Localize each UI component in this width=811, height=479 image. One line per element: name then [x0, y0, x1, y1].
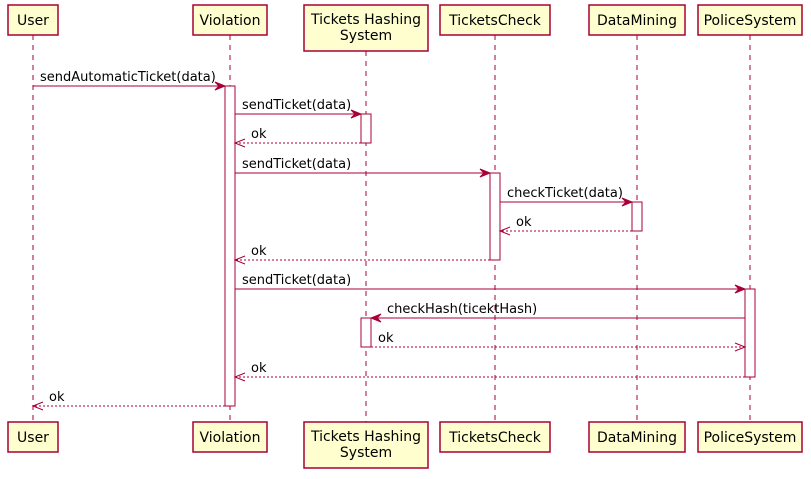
activation-violation	[224, 85, 236, 407]
message-label: ok	[251, 361, 267, 376]
message-11: ok	[233, 361, 745, 382]
participant-name: Tickets Hashing	[310, 429, 421, 445]
arrowhead-filled	[621, 197, 634, 207]
message-1: sendAutomaticTicket(data)	[33, 70, 227, 91]
participant-name: Violation	[199, 13, 260, 29]
participant-police-bottom: PoliceSystem	[697, 421, 803, 453]
message-label: checkHash(ticektHash)	[387, 302, 537, 317]
participant-box	[588, 4, 686, 36]
arrowhead-open	[31, 401, 44, 411]
participant-police-top: PoliceSystem	[697, 4, 803, 36]
arrowhead-open	[233, 138, 246, 148]
message-5: checkTicket(data)	[500, 186, 634, 207]
participant-datamining-bottom: DataMining	[588, 421, 686, 453]
arrowhead-filled	[369, 313, 382, 323]
messages: sendAutomaticTicket(data) sendTicket(data…	[31, 70, 747, 411]
arrowhead-open	[498, 226, 511, 236]
participant-name: DataMining	[597, 430, 677, 446]
participant-violation-bottom: Violation	[192, 421, 268, 453]
participant-box	[192, 421, 268, 453]
message-label: ok	[516, 215, 532, 230]
participant-box	[439, 4, 551, 36]
arrowhead-open	[233, 255, 246, 265]
participant-ticketscheck-top: TicketsCheck	[439, 4, 551, 36]
participant-violation-top: Violation	[192, 4, 268, 36]
participant-name: System	[340, 28, 392, 44]
participant-box	[7, 421, 59, 453]
arrowhead-filled	[479, 168, 492, 178]
participant-user-bottom: User	[7, 421, 59, 453]
arrowhead-open	[233, 372, 246, 382]
arrowhead-filled	[734, 284, 747, 294]
message-label: ok	[251, 244, 267, 259]
message-label: ok	[251, 127, 267, 142]
message-6: ok	[498, 215, 632, 236]
activation-datamining	[631, 201, 643, 232]
message-label: sendTicket(data)	[242, 98, 351, 113]
message-4: sendTicket(data)	[235, 157, 492, 178]
participant-box	[439, 421, 551, 453]
participant-name: TicketsCheck	[448, 430, 542, 446]
message-label: ok	[378, 331, 394, 346]
participant-name: Tickets Hashing	[310, 12, 421, 28]
message-10: ok	[371, 331, 747, 352]
arrowhead-open	[734, 342, 747, 352]
activation-hashing	[360, 113, 372, 144]
participant-box	[7, 4, 59, 36]
participant-box	[588, 421, 686, 453]
activation-police	[744, 288, 756, 378]
message-label: ok	[49, 390, 65, 405]
message-2: sendTicket(data)	[235, 98, 363, 119]
participant-box	[303, 421, 429, 469]
activation-ticketscheck	[489, 172, 501, 261]
arrowhead-filled	[350, 109, 363, 119]
message-label: sendAutomaticTicket(data)	[40, 70, 216, 85]
message-label: sendTicket(data)	[242, 157, 351, 172]
participant-name: PoliceSystem	[704, 13, 797, 29]
participant-name: User	[17, 13, 49, 29]
message-label: sendTicket(data)	[242, 273, 351, 288]
message-7: ok	[233, 244, 490, 265]
participant-name: DataMining	[597, 13, 677, 29]
participant-ticketscheck-bottom: TicketsCheck	[439, 421, 551, 453]
participant-box	[303, 4, 429, 52]
participant-box	[192, 4, 268, 36]
participant-user-top: User	[7, 4, 59, 36]
participant-datamining-top: DataMining	[588, 4, 686, 36]
arrowhead-filled	[214, 81, 227, 91]
participant-box	[697, 4, 803, 36]
message-label: checkTicket(data)	[507, 186, 623, 201]
message-12: ok	[31, 390, 225, 411]
participant-name: User	[17, 430, 49, 446]
participant-name: PoliceSystem	[704, 430, 797, 446]
participant-name: System	[340, 445, 392, 461]
participant-name: Violation	[199, 430, 260, 446]
participant-box	[697, 421, 803, 453]
participant-name: TicketsCheck	[448, 13, 542, 29]
message-3: ok	[233, 127, 361, 148]
message-9: checkHash(ticektHash)	[369, 302, 745, 323]
message-8: sendTicket(data)	[235, 273, 747, 294]
activation-hashing	[360, 317, 372, 348]
activation-bars	[224, 85, 756, 407]
